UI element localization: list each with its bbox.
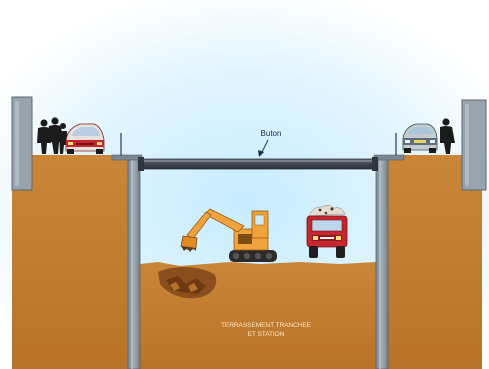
- left-ground: [11, 96, 132, 369]
- car-icon-right: [402, 123, 438, 153]
- right-diaphragm-wall: [375, 156, 389, 369]
- excavation-pit: [158, 267, 217, 299]
- right-ground: [384, 99, 487, 369]
- people-silhouettes-icon: [37, 117, 68, 154]
- right-capping-beam: [373, 154, 405, 161]
- strut-buton: [138, 157, 378, 171]
- left-diaphragm-wall: [127, 156, 141, 369]
- strut-arrow: [258, 139, 269, 157]
- left-soil: [12, 155, 132, 369]
- dump-truck-icon: [306, 205, 348, 258]
- excavator-icon: [180, 208, 277, 262]
- excavation-label-line2: ET STATION: [248, 331, 285, 338]
- car-icon: [65, 123, 105, 154]
- strut-label: Buton: [261, 129, 282, 138]
- person-silhouette-icon: [440, 118, 455, 154]
- right-soil: [384, 155, 482, 369]
- left-capping-beam: [111, 154, 143, 161]
- trench-excavation-soil: [140, 262, 376, 369]
- strut-end-right: [372, 157, 378, 171]
- excavation-label-line1: TERRASSEMENT TRANCHEE: [221, 322, 312, 329]
- strut-end-left: [138, 157, 144, 171]
